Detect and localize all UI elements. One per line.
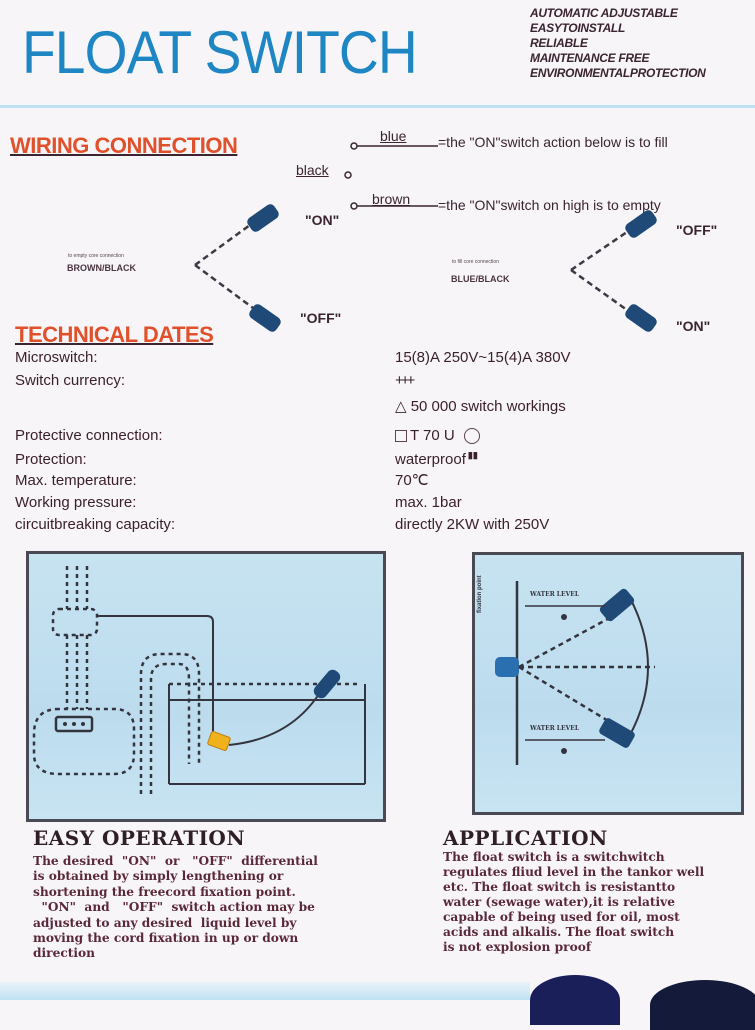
water-level-bottom-label: WATER LEVEL [530, 725, 580, 732]
page-title: FLOAT SWITCH [22, 19, 418, 86]
feature-item: EASYTOINSTALL [530, 21, 625, 35]
text-line: is not explosion proof [443, 940, 592, 954]
product-photo-fragment [530, 975, 620, 1025]
installation-diagram-panel [26, 551, 386, 822]
spec-label-microswitch: Microswitch: [15, 349, 98, 366]
text-line: shortening the freecord fixation point. [33, 884, 296, 899]
spec-value-switch-workings: △ 50 000 switch workings [395, 398, 566, 415]
spec-value-working-pressure: max. 1bar [395, 494, 462, 511]
spec-value-protection: waterproof [395, 451, 466, 468]
text-line: The desired "ON" or "OFF" differential [33, 854, 318, 868]
text-line: water (sewage water),it is relative [443, 895, 675, 909]
text-line: moving the cord fixation in up or down [33, 931, 299, 946]
text-line: The float switch is a switchwitch [443, 850, 665, 864]
application-body: The float switch is a switchwitch regula… [443, 850, 704, 955]
feature-list: AUTOMATIC ADJUSTABLE EASYTOINSTALL RELIA… [530, 6, 706, 81]
left-caption: to empty core connection [68, 253, 124, 259]
product-photo-fragment [650, 980, 755, 1030]
ip-rating-icon: ▮▮ [467, 450, 478, 460]
left-state-off: "OFF" [300, 310, 342, 326]
spec-value-protection-group: waterproof ▮▮ [395, 450, 478, 470]
wire-color-black: black [296, 162, 329, 178]
spec-value-max-temperature: 70℃ [395, 472, 429, 489]
text-line: etc. The float switch is resistantto [443, 880, 676, 894]
wire-desc-brown: =the "ON"switch on high is to empty [438, 197, 661, 213]
spec-label-switch-currency: Switch currency: [15, 372, 126, 389]
wire-desc-blue: =the "ON"switch action below is to fill [438, 134, 668, 150]
right-state-off: "OFF" [676, 222, 718, 238]
application-diagram-panel: WATER LEVEL WATER LEVEL fixation point [472, 552, 744, 815]
spec-value-switch-currency: +++ [395, 372, 415, 389]
technical-heading: TECHNICAL DATES [15, 322, 214, 347]
feature-item: AUTOMATIC ADJUSTABLE [530, 6, 678, 20]
feature-item: ENVIRONMENTALPROTECTION [530, 66, 706, 80]
wire-color-blue: blue [380, 128, 407, 144]
spec-label-protective-connection: Protective connection: [15, 427, 163, 444]
water-level-top-label: WATER LEVEL [530, 591, 580, 598]
right-caption: to fill core connection [452, 259, 499, 265]
text-line: "ON" and "OFF" switch action may be [33, 900, 315, 915]
right-float-diagram [570, 210, 657, 332]
feature-item: RELIABLE [530, 36, 588, 50]
spec-label-protection: Protection: [15, 451, 87, 468]
application-diagram [495, 581, 655, 765]
header-divider [0, 105, 755, 108]
approval-seal-icon [463, 428, 480, 444]
left-float-diagram [194, 204, 281, 332]
text-line: direction [33, 946, 95, 961]
right-state-on: "ON" [676, 318, 711, 334]
text-line: capable of being used for oil, most [443, 910, 680, 924]
text-line: adjusted to any desired liquid level by [33, 915, 297, 930]
spec-value-protective-connection: T 70 U [410, 427, 455, 444]
spec-label-working-pressure: Working pressure: [15, 494, 137, 511]
spec-label-circuitbreaking-capacity: circuitbreaking capacity: [15, 516, 176, 533]
easy-operation-body: The desired "ON" or "OFF" differential i… [33, 854, 318, 962]
easy-operation-heading: EASY OPERATION [33, 826, 246, 850]
wire-terminal-diagram [344, 142, 438, 210]
application-heading: APPLICATION [443, 826, 608, 850]
spec-value-circuitbreaking-capacity: directly 2KW with 250V [395, 516, 550, 533]
wiring-heading: WIRING CONNECTION [10, 133, 238, 158]
spec-value-protective-connection-group: T 70 U [395, 426, 480, 446]
right-connection-label: BLUE/BLACK [451, 274, 510, 284]
spec-label-max-temperature: Max. temperature: [15, 472, 137, 489]
certification-mark-icon [395, 430, 407, 442]
text-line: regulates fliud level in the tankor well [443, 865, 705, 879]
fixation-point-label: fixation point [477, 575, 483, 613]
installation-diagram [32, 566, 366, 794]
left-state-on: "ON" [305, 212, 340, 228]
bottom-band [0, 982, 530, 1000]
wire-color-brown: brown [372, 191, 411, 207]
feature-item: MAINTENANCE FREE [530, 51, 650, 65]
left-connection-label: BROWN/BLACK [67, 263, 136, 273]
spec-value-microswitch: 15(8)A 250V~15(4)A 380V [395, 349, 571, 366]
text-line: acids and alkalis. The float switch [443, 925, 675, 939]
text-line: is obtained by simply lengthening or [33, 869, 284, 884]
